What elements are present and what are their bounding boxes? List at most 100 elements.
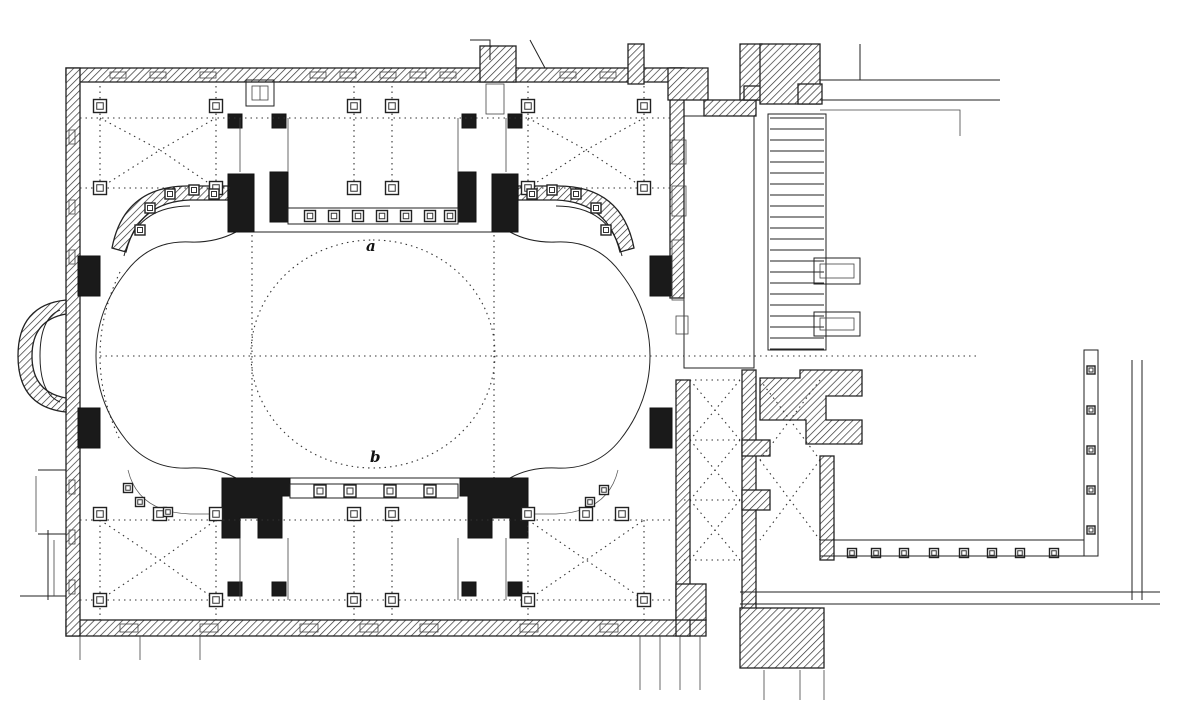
column-base xyxy=(388,102,396,110)
column-base xyxy=(873,550,879,556)
column xyxy=(600,224,612,236)
column-base xyxy=(593,205,599,211)
column xyxy=(520,506,536,522)
column xyxy=(303,209,317,223)
column-base xyxy=(167,191,173,197)
column-base xyxy=(137,499,143,505)
column-base xyxy=(1088,407,1094,413)
stair-frame xyxy=(767,113,827,351)
column xyxy=(351,209,365,223)
column xyxy=(313,484,327,498)
column xyxy=(570,188,582,200)
nave-outline xyxy=(95,231,980,479)
column-base xyxy=(165,509,171,515)
column xyxy=(384,180,400,196)
column xyxy=(520,98,536,114)
columns xyxy=(92,98,1096,608)
window-opening xyxy=(379,71,397,79)
column xyxy=(423,484,437,498)
column xyxy=(898,547,910,559)
column-base xyxy=(211,191,217,197)
column-base xyxy=(1017,550,1023,556)
column-base xyxy=(1088,447,1094,453)
column-base xyxy=(191,187,197,193)
window-opening xyxy=(68,529,76,545)
column-base xyxy=(640,184,648,192)
column-base xyxy=(587,499,593,505)
north-wall xyxy=(65,67,685,83)
column-base xyxy=(378,212,386,220)
column-base xyxy=(529,191,535,197)
column xyxy=(134,496,146,508)
column-base xyxy=(931,550,937,556)
window-opening xyxy=(199,71,217,79)
column-base xyxy=(96,184,104,192)
column-base xyxy=(388,184,396,192)
west-apse xyxy=(17,299,67,413)
west-wall xyxy=(65,67,81,637)
column xyxy=(346,592,362,608)
north-annex xyxy=(470,39,546,115)
column xyxy=(578,506,594,522)
window-opening xyxy=(109,71,127,79)
column xyxy=(1086,485,1096,495)
column xyxy=(384,592,400,608)
column-base xyxy=(582,510,590,518)
window-opening xyxy=(419,623,439,633)
column-base xyxy=(316,487,324,495)
window-opening xyxy=(119,623,139,633)
pier-se xyxy=(459,477,529,539)
column xyxy=(134,224,146,236)
column xyxy=(122,482,134,494)
column xyxy=(636,592,652,608)
label-b: b xyxy=(370,448,381,466)
pier-nw xyxy=(227,173,255,233)
window-opening xyxy=(439,71,457,79)
column xyxy=(1086,525,1096,535)
window-opening xyxy=(559,71,577,79)
window-opening xyxy=(339,71,357,79)
column xyxy=(526,188,538,200)
column xyxy=(164,188,176,200)
column xyxy=(636,98,652,114)
window-opening xyxy=(599,623,619,633)
column-base xyxy=(524,102,532,110)
column-base xyxy=(212,102,220,110)
column-base xyxy=(388,596,396,604)
window-opening xyxy=(68,479,76,495)
column xyxy=(1048,547,1060,559)
column xyxy=(958,547,970,559)
column xyxy=(598,484,610,496)
column-base xyxy=(849,550,855,556)
window-opening xyxy=(409,71,427,79)
column xyxy=(636,180,652,196)
column xyxy=(346,98,362,114)
column-base xyxy=(330,212,338,220)
column xyxy=(423,209,437,223)
column xyxy=(928,547,940,559)
window-opening xyxy=(68,579,76,595)
column-base xyxy=(603,227,609,233)
west-stubs xyxy=(20,469,701,690)
column-base xyxy=(524,596,532,604)
column xyxy=(383,484,397,498)
column xyxy=(346,180,362,196)
window-opening xyxy=(68,129,76,145)
column xyxy=(870,547,882,559)
column-base xyxy=(147,205,153,211)
column xyxy=(614,506,630,522)
south-colonnade xyxy=(289,483,459,499)
column xyxy=(208,506,224,522)
column-base xyxy=(346,487,354,495)
column-base xyxy=(212,510,220,518)
column-base xyxy=(350,596,358,604)
window-opening xyxy=(599,71,617,79)
column-base xyxy=(1051,550,1057,556)
column-base xyxy=(354,212,362,220)
column xyxy=(1014,547,1026,559)
column-base xyxy=(618,510,626,518)
column xyxy=(92,98,108,114)
column xyxy=(399,209,413,223)
column-base xyxy=(446,212,454,220)
